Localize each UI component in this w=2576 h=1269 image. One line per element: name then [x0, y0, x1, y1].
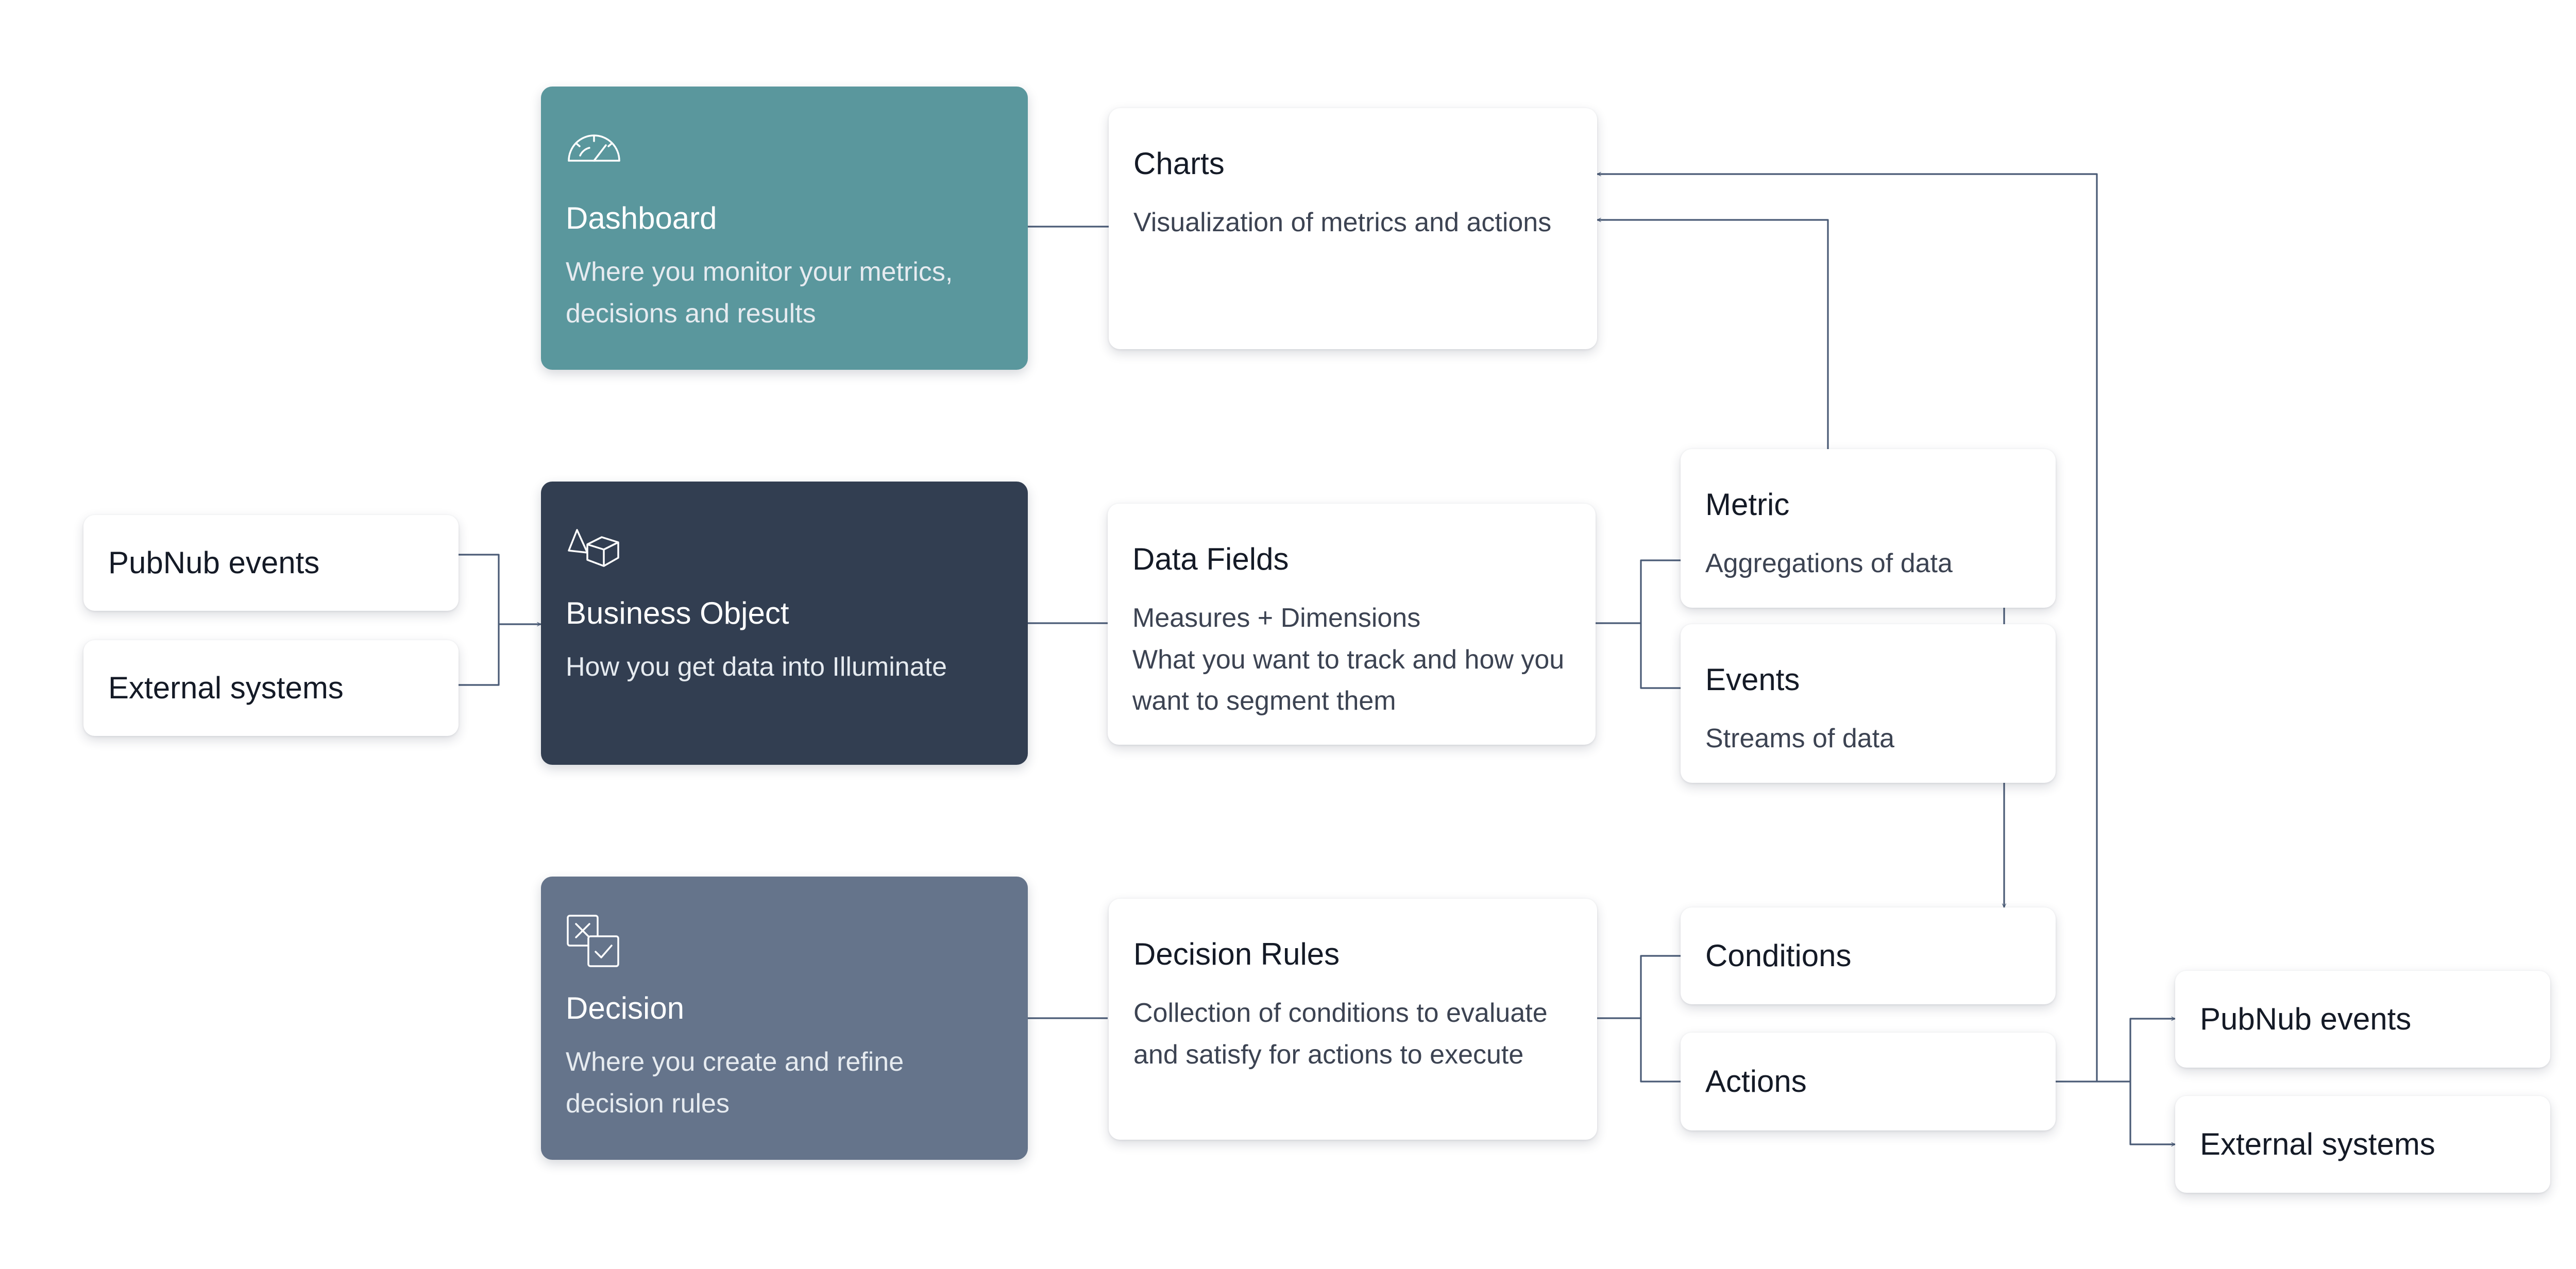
- dashboard-title: Dashboard: [566, 201, 717, 235]
- events-card: Events Streams of data: [1681, 624, 2056, 783]
- charts-title: Charts: [1133, 146, 1225, 181]
- output-external-systems-card: External systems: [2175, 1096, 2550, 1193]
- business-object-description: How you get data into Illuminate: [566, 652, 947, 682]
- actions-card: Actions: [1681, 1033, 2056, 1130]
- metric-card: Metric Aggregations of data: [1681, 449, 2056, 608]
- charts-description: Visualization of metrics and actions: [1133, 208, 1552, 237]
- connector-to-events: [1640, 623, 1681, 689]
- conditions-title: Conditions: [1705, 938, 1852, 973]
- data-fields-card: Data Fields Measures + Dimensions What y…: [1108, 504, 1596, 745]
- connector-input-external: [459, 624, 500, 686]
- data-fields-desc-line2: What you want to track and how you want …: [1132, 644, 1565, 716]
- output-pubnub-events-label: PubNub events: [2200, 1002, 2412, 1036]
- decision-description: Where you create and refine decision rul…: [566, 1047, 904, 1119]
- decision-card: Decision Where you create and refine dec…: [541, 877, 1028, 1160]
- connector-to-metric: [1640, 559, 1681, 623]
- decision-rules-description: Collection of conditions to evaluate and…: [1133, 998, 1548, 1070]
- connector-to-conditions: [1640, 955, 1681, 1018]
- events-description: Streams of data: [1705, 724, 1895, 753]
- dashboard-description: Where you monitor your metrics, decision…: [566, 257, 953, 329]
- dashboard-card: Dashboard Where you monitor your metrics…: [541, 87, 1028, 370]
- connector-metric-charts: [1597, 220, 1829, 449]
- output-pubnub-events-card: PubNub events: [2175, 971, 2550, 1068]
- events-title: Events: [1705, 662, 1800, 697]
- actions-title: Actions: [1705, 1064, 1807, 1099]
- connector-output-external: [2129, 1082, 2175, 1144]
- connector-output-pubnub: [2129, 1019, 2175, 1082]
- gauge-icon: [568, 134, 620, 162]
- metric-description: Aggregations of data: [1705, 548, 1953, 578]
- input-external-systems-card: External systems: [83, 640, 459, 736]
- input-pubnub-events-label: PubNub events: [108, 545, 320, 580]
- charts-card: Charts Visualization of metrics and acti…: [1109, 108, 1597, 349]
- output-external-systems-label: External systems: [2200, 1127, 2435, 1161]
- data-fields-desc-line1: Measures + Dimensions: [1132, 603, 1421, 633]
- business-object-title: Business Object: [566, 596, 789, 630]
- decision-rules-title: Decision Rules: [1133, 937, 1340, 971]
- data-fields-title: Data Fields: [1132, 542, 1289, 576]
- connector-input-pubnub: [459, 554, 500, 624]
- decision-title: Decision: [566, 991, 685, 1025]
- decision-rules-card: Decision Rules Collection of conditions …: [1109, 899, 1597, 1140]
- conditions-card: Conditions: [1681, 907, 2056, 1004]
- data-fields-description: Measures + Dimensions What you want to t…: [1132, 597, 1571, 722]
- cubes-icon: [568, 529, 619, 567]
- metric-title: Metric: [1705, 487, 1790, 522]
- business-object-card: Business Object How you get data into Il…: [541, 482, 1028, 765]
- input-pubnub-events-card: PubNub events: [83, 515, 459, 611]
- connector-actions-charts: [1597, 174, 2098, 1083]
- input-external-systems-label: External systems: [108, 671, 344, 705]
- connector-to-actions: [1640, 1018, 1681, 1083]
- checkbox-icon: [567, 915, 619, 967]
